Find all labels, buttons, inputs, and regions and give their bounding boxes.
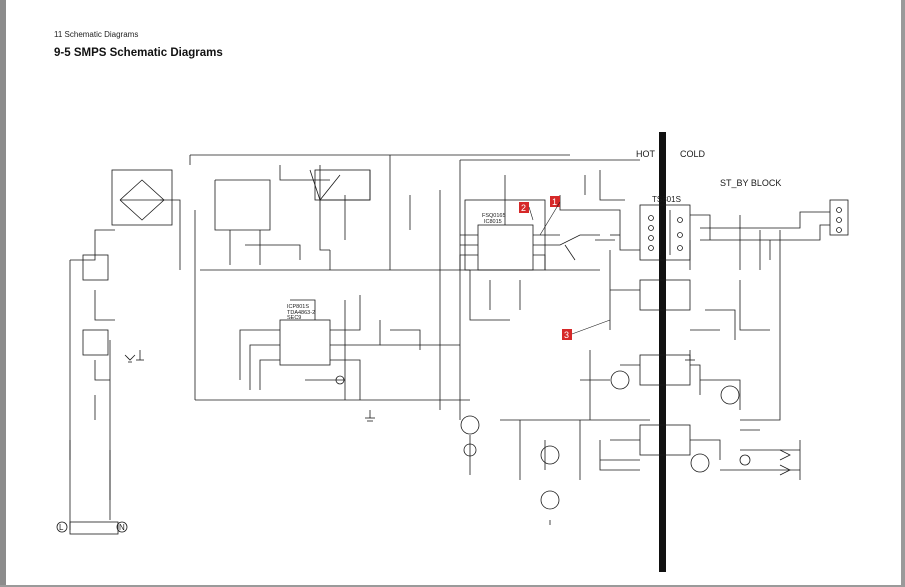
viewer-right-edge <box>901 0 905 587</box>
pfc-ic-code-label: SEC9 <box>287 315 301 321</box>
cold-side-label: COLD <box>680 149 706 159</box>
page-title: 9-5 SMPS Schematic Diagrams <box>54 47 223 59</box>
transformer-label: TS801S <box>652 195 681 204</box>
marker-1: 1 <box>552 197 557 207</box>
hot-side-label: HOT <box>636 149 656 159</box>
smps-schematic: HOT COLD ST_BY BLOCK TS801S FSQ0165 IC80… <box>56 132 849 572</box>
main-ic-ref-label: IC8015 <box>484 219 502 225</box>
reference-markers: 1 2 3 <box>519 196 611 340</box>
section-label: 11 Schematic Diagrams <box>54 30 139 39</box>
main-ic-label: FSQ0165 <box>482 213 506 219</box>
input-l-label: L <box>59 523 64 532</box>
input-n-label: N <box>119 523 125 532</box>
pfc-ic-part-label: TDA4863-2 <box>287 310 315 316</box>
document-page: 11 Schematic Diagrams 9-5 SMPS Schematic… <box>6 0 901 585</box>
marker-2: 2 <box>521 203 526 213</box>
viewer-left-edge <box>0 0 6 587</box>
pfc-ic-label: ICP801S <box>287 304 309 310</box>
marker-3: 3 <box>564 330 569 340</box>
standby-block-label: ST_BY BLOCK <box>720 178 781 188</box>
viewer-bottom-edge <box>0 585 905 587</box>
